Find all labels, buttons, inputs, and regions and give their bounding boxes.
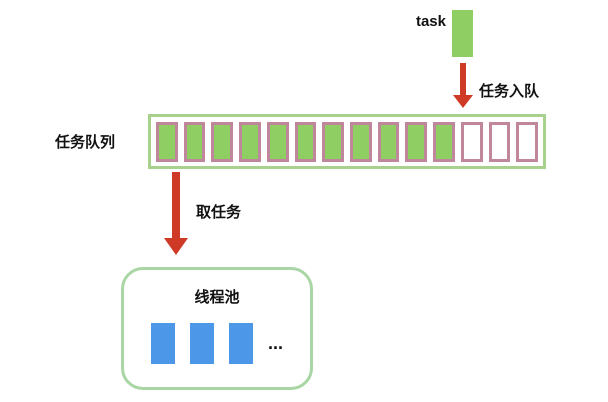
thread-pool-box: 线程池 ... [121,267,313,390]
thread-row: ... [124,323,310,364]
thread-block [150,323,175,364]
queue-slot-filled [405,121,428,162]
thread-block [228,323,253,364]
arrow-head [453,95,473,108]
task-block [452,10,473,57]
dequeue-down-arrow-icon [164,172,188,255]
queue-slot-filled [433,121,455,162]
queue-slot-filled [294,121,317,162]
thread-block [189,323,214,364]
queue-slot-empty [516,121,539,162]
queue-slot-filled [266,121,289,162]
thread-pool-title: 线程池 [194,289,240,306]
pool-ellipsis: ... [267,333,283,353]
queue-slot-filled [156,121,178,162]
queue-slot-filled [183,121,206,162]
task-queue-label: 任务队列 [55,134,116,151]
task-queue-box [148,114,546,169]
queue-slot-filled [350,121,372,162]
queue-slot-empty [488,121,511,162]
task-label: task [415,13,446,30]
arrow-shaft [172,172,180,238]
queue-slot-filled [211,121,234,162]
enqueue-arrow-label: 任务入队 [479,83,540,100]
queue-slot-filled [239,121,261,162]
arrow-head [164,238,188,255]
queue-slot-filled [322,121,345,162]
queue-slot-filled [377,121,400,162]
queue-slot-empty [460,121,483,162]
enqueue-down-arrow-icon [453,63,473,108]
dequeue-arrow-label: 取任务 [196,204,242,221]
arrow-shaft [460,63,466,95]
